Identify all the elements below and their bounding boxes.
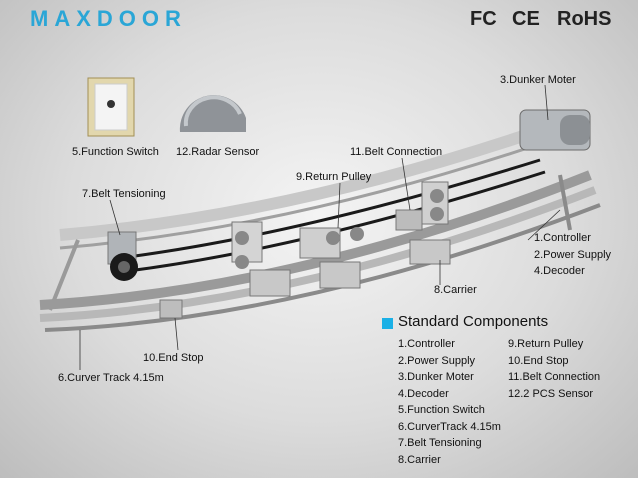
standard-components-title: Standard Components <box>398 313 549 330</box>
label-radar-sensor: 12.Radar Sensor <box>176 146 260 158</box>
leader-belt-connection <box>401 157 411 211</box>
return-pulley-bracket <box>421 181 449 225</box>
leader-motor <box>544 84 549 121</box>
components-list-left: 1.Controller 2.Power Supply 3.Dunker Mot… <box>398 336 501 468</box>
label-motor: 3.Dunker Moter <box>500 74 576 86</box>
label-belt-connection: 11.Belt Connection <box>350 146 443 158</box>
brand-logo: MAXDOOR <box>30 6 187 31</box>
component-item: 10.End Stop <box>508 354 569 367</box>
dunker-motor <box>519 109 591 151</box>
header-rail <box>59 114 572 241</box>
component-item: 3.Dunker Moter <box>398 371 474 383</box>
component-item: 11.Belt Connection <box>508 371 601 383</box>
lower-carrier-3 <box>409 239 451 265</box>
component-item: 12.2 PCS Sensor <box>508 387 593 400</box>
function-switch <box>87 77 135 137</box>
radar-sensor <box>179 95 246 132</box>
leader-return-pulley <box>337 182 341 229</box>
label-belt-tensioning: 7.Belt Tensioning <box>82 188 166 200</box>
label-function-switch: 5.Function Switch <box>72 146 159 158</box>
label-controller: 1.Controller <box>534 232 591 244</box>
component-item: 2.Power Supply <box>398 354 476 367</box>
leader-controller <box>527 209 561 241</box>
lower-carrier-2 <box>319 261 361 289</box>
carrier-left <box>231 221 263 269</box>
belt-connection-clamp <box>395 209 423 231</box>
component-item: 8.Carrier <box>398 453 441 466</box>
ce-mark: CE <box>512 8 540 30</box>
right-support <box>558 174 572 231</box>
components-list-right: 9.Return Pulley 10.End Stop 11.Belt Conn… <box>508 336 600 402</box>
rohs-mark: RoHS <box>557 8 612 30</box>
drive-belt <box>119 158 541 260</box>
support-leg <box>48 239 80 311</box>
belt-tensioning-pulley <box>107 231 138 281</box>
component-item: 1.Controller <box>398 338 455 350</box>
label-end-stop: 10.End Stop <box>143 352 204 364</box>
label-decoder: 4.Decoder <box>534 265 585 277</box>
curved-track <box>39 170 592 310</box>
label-carrier: 8.Carrier <box>434 284 477 296</box>
lower-carrier-1 <box>249 269 291 297</box>
carrier-mid <box>299 227 364 259</box>
label-curved-track: 6.Curver Track 4.15m <box>58 372 164 384</box>
component-item: 4.Decoder <box>398 387 449 400</box>
legend-marker <box>382 318 393 329</box>
leader-belt-tensioning <box>109 199 121 236</box>
label-power-supply: 2.Power Supply <box>534 249 612 261</box>
fc-mark: FC <box>470 8 497 30</box>
label-return-pulley: 9.Return Pulley <box>296 171 372 183</box>
component-item: 7.Belt Tensioning <box>398 437 482 449</box>
end-stop <box>159 299 183 319</box>
component-item: 6.CurverTrack 4.15m <box>398 420 501 433</box>
component-item: 9.Return Pulley <box>508 338 584 350</box>
leader-end-stop <box>174 317 179 351</box>
component-item: 5.Function Switch <box>398 404 485 416</box>
